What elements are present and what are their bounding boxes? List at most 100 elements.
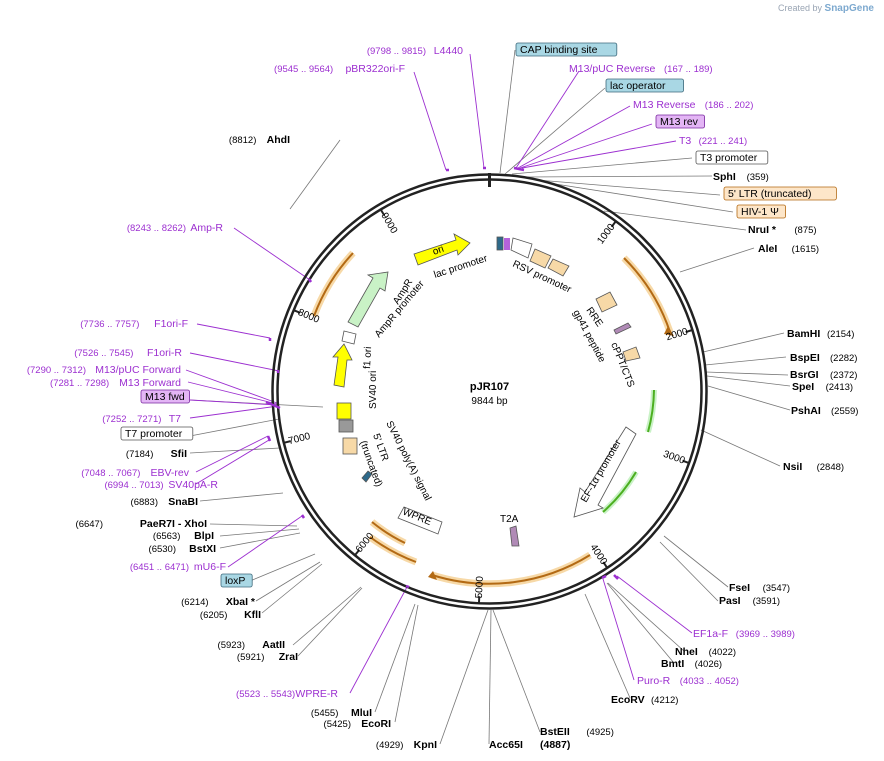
ef1a-arrow — [573, 426, 637, 518]
inner-label-lac-promoter: lac promoter — [433, 253, 490, 281]
label-box — [220, 573, 253, 588]
sv40polya-box — [338, 419, 354, 433]
label-box — [120, 426, 194, 441]
label-name: BamHI — [787, 328, 820, 340]
label-position: (7048 .. 7067) — [81, 468, 140, 479]
label-bamhi: BamHI(2154) — [787, 328, 854, 340]
tick-label: 4000 — [587, 542, 609, 567]
t2a-box — [509, 525, 520, 547]
label-position: (4925) — [586, 727, 613, 738]
label-name: T7 — [169, 413, 181, 425]
label-position: (4033 .. 4052) — [680, 676, 739, 687]
label-snabi: SnaBI(6883) — [131, 496, 199, 508]
label-name: SphI — [713, 171, 736, 183]
label-nsii: NsiI(2848) — [783, 461, 844, 473]
ori-arrow — [413, 233, 471, 266]
label-name: F1ori-F — [154, 318, 188, 330]
label-position: (167 .. 189) — [664, 64, 713, 75]
label-t3-promoter: T3 promoter — [695, 150, 769, 165]
label-position: (7290 .. 7312) — [27, 365, 86, 376]
primer-leader-lines — [185, 53, 693, 694]
label-name: NsiI — [783, 461, 802, 473]
label-bstxi: BstXI(6530) — [149, 543, 217, 555]
label-t3: T3(221 .. 241) — [679, 135, 747, 147]
label-name: PaeR7I - XhoI — [140, 518, 207, 530]
tick-mark — [354, 549, 361, 556]
label-name: MluI — [351, 707, 372, 719]
plasmid-length: 9844 bp — [471, 396, 508, 407]
label-name: Acc65I — [489, 739, 523, 751]
inner-label-t2a: T2A — [500, 514, 519, 525]
label-sfii: SfiI(7184) — [126, 448, 187, 460]
label-bmti: BmtI(4026) — [661, 658, 722, 670]
inner-label-sv40polya: SV40 poly(A) signal — [383, 419, 433, 502]
tick-label: 9000 — [378, 211, 399, 236]
label-position: (7252 .. 7271) — [102, 414, 161, 425]
label-box — [605, 78, 684, 93]
rre-box — [595, 291, 618, 313]
label-name: Puro-R — [637, 675, 671, 687]
label-position: (4212) — [651, 695, 678, 706]
label-position: (5425) — [324, 719, 351, 730]
arrowhead-1 — [664, 326, 674, 336]
label-name: KpnI — [414, 739, 437, 751]
label-m13-forward: M13 Forward(7281 .. 7298) — [50, 377, 181, 389]
label-name: SnaBI — [168, 496, 198, 508]
label-aatii: AatII(5923) — [218, 639, 286, 651]
label-l4440: L4440(9798 .. 9815) — [367, 45, 463, 57]
label-f1ori-f: F1ori-F(7736 .. 7757) — [80, 318, 188, 330]
label-name: BlpI — [194, 530, 214, 542]
label-name: EcoRI — [361, 718, 391, 730]
label-wpre-r: WPRE-R(5523 .. 5543) — [236, 688, 338, 700]
label-name: M13 Forward — [119, 377, 181, 389]
label-position: (8243 .. 8262) — [127, 223, 186, 234]
label-m13puc-rev: M13/pUC Reverse(167 .. 189) — [569, 63, 713, 75]
label-position: (2559) — [831, 406, 858, 417]
label-position: (221 .. 241) — [699, 136, 748, 147]
sv40ori-box — [336, 402, 352, 420]
label-position: (1615) — [792, 244, 819, 255]
gp41-box — [613, 322, 632, 335]
label-position: (8812) — [229, 135, 256, 146]
label-ltr5: 5' LTR (truncated) — [723, 186, 837, 201]
label-alei: AleI (1615) — [758, 243, 819, 255]
label-pshai: PshAI(2559) — [791, 405, 858, 417]
label-name: mU6-F — [194, 561, 226, 573]
feature-arc-green2-line — [602, 471, 637, 513]
label-position: (2282) — [830, 353, 857, 364]
label-puro-r: Puro-R (4033 .. 4052) — [637, 675, 739, 687]
label-name: ZraI — [279, 651, 298, 663]
label-box — [695, 150, 769, 165]
label-text: HIV-1 Ψ — [741, 206, 779, 218]
label-name: SV40pA-R — [168, 479, 218, 491]
label-position: (6205) — [200, 610, 227, 621]
ltr5-inner-box — [342, 437, 358, 455]
label-name: AleI — [758, 243, 777, 255]
label-cap-site: CAP binding site — [515, 42, 618, 57]
label-position: (4022) — [709, 647, 736, 658]
arrowhead-2 — [428, 571, 437, 580]
label-name: KflI — [244, 609, 261, 621]
label-name: F1ori-R — [147, 347, 182, 359]
label-position: (3591) — [753, 596, 780, 607]
label-name: EF1a-F — [693, 628, 728, 640]
label-box — [736, 204, 786, 219]
label-sv40pa-r: SV40pA-R(6994 .. 7013) — [104, 479, 218, 491]
label-name: Amp-R — [190, 222, 223, 234]
label-m13puc-fwd: M13/pUC Forward(7290 .. 7312) — [27, 364, 181, 376]
label-name: BstXI — [189, 543, 216, 555]
label-position: (9545 .. 9564) — [274, 64, 333, 75]
label-box — [723, 186, 837, 201]
rsv-white-arrow — [510, 237, 533, 259]
label-position: (5455) — [311, 708, 338, 719]
tick-marks — [283, 209, 693, 604]
feature-arc-puro-line — [431, 554, 591, 585]
label-box — [140, 389, 190, 404]
label-position: (359) — [747, 172, 769, 183]
ampr-arrow — [347, 271, 389, 328]
label-name: AhdI — [267, 134, 290, 146]
label-bsrgi: BsrGI(2372) — [790, 369, 857, 381]
tick-mark — [610, 220, 617, 228]
label-name: WPRE-R — [295, 688, 338, 700]
